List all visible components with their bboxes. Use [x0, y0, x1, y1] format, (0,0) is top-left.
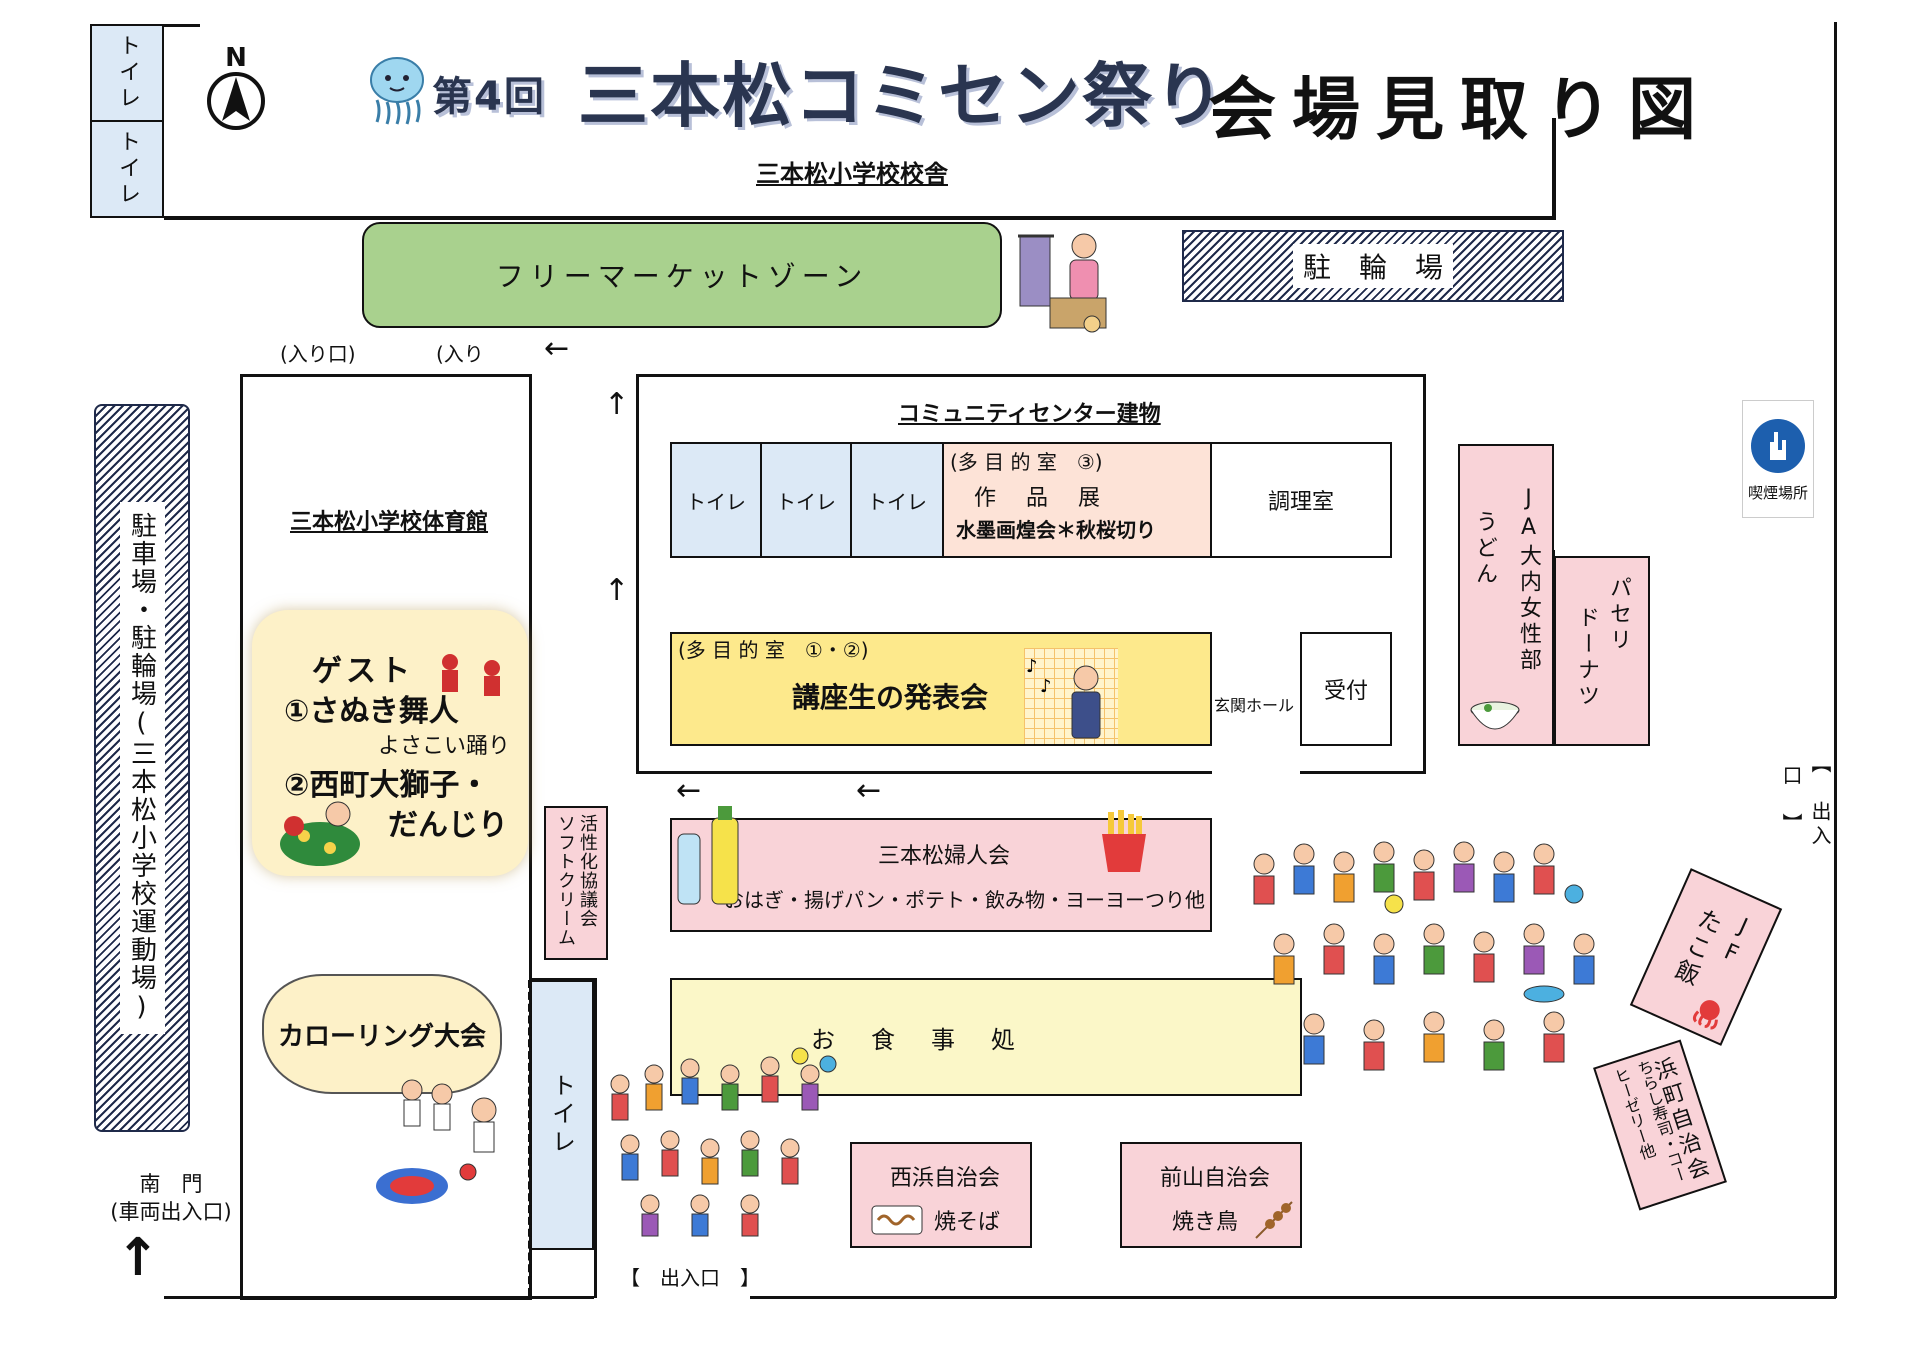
school-building-label: 三本松小学校校舎 — [756, 160, 948, 188]
stall-ja: JA大内女性部 うどん — [1458, 444, 1554, 746]
dancer-illustration — [436, 650, 512, 700]
guest-1: ①さぬき舞人 — [284, 694, 459, 729]
stall-softcream: 活性化協議会 ソフトクリーム — [544, 806, 608, 960]
school-building-top-wall — [164, 24, 200, 27]
community-center-bottom-wall-right — [1300, 771, 1426, 774]
toilet-gym: トイレ — [530, 980, 594, 1250]
guest-1-sub: よさこい踊り — [378, 734, 511, 759]
curling-cloud: カローリング大会 — [262, 974, 502, 1094]
stall-paseri: パセリ ドーナツ — [1554, 556, 1650, 746]
guest-2-sub: だんじり — [388, 808, 508, 843]
gym-toilet-right-wall — [594, 978, 597, 1298]
arrow-left-cc-2: ← — [856, 773, 882, 808]
flea-market-zone: フリーマーケットゾーン — [362, 222, 1002, 328]
artwork-exhibition-title: 作 品 展 — [974, 486, 1105, 511]
cooking-room: 調理室 — [1210, 442, 1392, 558]
community-center-building — [636, 374, 1426, 774]
guest-heading: ゲスト — [312, 654, 414, 689]
room-multipurpose-3-label: (多 目 的 室 ③) — [950, 450, 1103, 474]
svg-text:♪: ♪ — [1040, 676, 1052, 697]
bottom-exit-label: 【 出入口 】 — [620, 1266, 760, 1290]
toilet-cc-3: トイレ — [850, 442, 944, 558]
bicycle-parking-top: 駐 輪 場 — [1182, 230, 1564, 302]
south-gate-arrow-up-icon: ↑ — [116, 1228, 160, 1288]
reception-desk: 受付 — [1300, 632, 1392, 746]
fujinkai-items: おはぎ・揚げパン・ポテト・飲み物・ヨーヨーつり他 — [724, 888, 1205, 912]
community-center-bottom-wall-left — [636, 771, 1212, 774]
artwork-exhibition-detail: 水墨画煌会＊秋桜切り — [956, 518, 1156, 542]
east-exit-label: 【 出入口 】 — [1779, 726, 1832, 876]
toilet-top-left-1: トイレ — [90, 24, 164, 122]
svg-text:♪: ♪ — [1026, 656, 1038, 677]
guest-2: ②西町大獅子・ — [284, 768, 490, 803]
fries-icon — [1096, 810, 1152, 874]
yakisoba-icon — [871, 1205, 923, 1235]
crowd-illustration-center — [600, 1044, 850, 1240]
community-center-label: コミュニティセンター建物 — [898, 402, 1161, 427]
arrow-left-cc-1: ← — [676, 773, 702, 808]
site-south-boundary-right — [750, 1296, 1836, 1299]
smoking-hand-icon — [1751, 418, 1805, 473]
map-title: 会場見取り図 — [1208, 71, 1713, 150]
parking-west: 駐車場・駐輪場(三本松小学校運動場) — [94, 404, 190, 1132]
fujinkai-name: 三本松婦人会 — [878, 844, 1011, 869]
ja-paseri-divider — [1552, 550, 1555, 746]
presenter-illustration: ♪ ♪ — [1024, 648, 1118, 744]
toilet-top-left-2: トイレ — [90, 120, 164, 218]
arrow-left-top: ← — [544, 331, 570, 366]
yakitori-icon — [1255, 1201, 1293, 1239]
north-label: N — [225, 43, 247, 73]
flea-vendor-illustration — [1014, 226, 1114, 338]
festival-edition: 第4回 — [432, 74, 546, 120]
stall-nishihama: 西浜自治会 焼そば — [850, 1142, 1032, 1248]
arrow-up-1: ↑ — [604, 387, 630, 422]
curling-players-illustration — [372, 1070, 522, 1220]
room-multipurpose-12-label: (多 目 的 室 ①・②) — [678, 638, 869, 662]
stall-jf: JF たこ飯 — [1629, 868, 1783, 1046]
gymnasium-label: 三本松小学校体育館 — [290, 510, 489, 535]
gym-entrance-label-1: (入り口) — [280, 342, 356, 366]
jellyfish-icon — [362, 50, 432, 130]
smoking-area-sign: 喫煙場所 — [1742, 400, 1814, 518]
drink-bottles-illustration — [672, 804, 748, 910]
genkan-hall-label: 玄関ホール — [1214, 696, 1295, 715]
site-east-boundary — [1834, 22, 1837, 1298]
octopus-icon — [1692, 1000, 1720, 1030]
toilet-cc-1: トイレ — [670, 442, 762, 558]
crowd-illustration-east — [1244, 834, 1634, 1098]
gym-toilet-divider — [528, 980, 532, 1296]
festival-name: 三本松コミセン祭り — [578, 55, 1226, 137]
room-multipurpose-3: (多 目 的 室 ③) 作 品 展 水墨画煌会＊秋桜切り — [942, 442, 1212, 558]
udon-bowl-icon — [1470, 701, 1520, 730]
gym-toilet-top-wall — [530, 978, 596, 981]
arrow-up-2: ↑ — [604, 573, 630, 608]
student-presentation-label: 講座生の発表会 — [792, 681, 989, 714]
north-compass-icon: N — [204, 42, 268, 134]
school-building-bottom-wall — [164, 216, 1556, 220]
room-multipurpose-12: (多 目 的 室 ①・②) 講座生の発表会 — [670, 632, 1212, 746]
school-building-right-wall — [1552, 118, 1556, 218]
lion-dance-illustration — [276, 796, 366, 870]
gym-entrance-label-2: (入り — [436, 342, 484, 366]
gymnasium-building — [240, 374, 532, 1300]
south-gate-label: 南 門 (車両出入口) — [110, 1172, 232, 1225]
toilet-cc-2: トイレ — [760, 442, 852, 558]
stall-maeyama: 前山自治会 焼き鳥 — [1120, 1142, 1302, 1248]
